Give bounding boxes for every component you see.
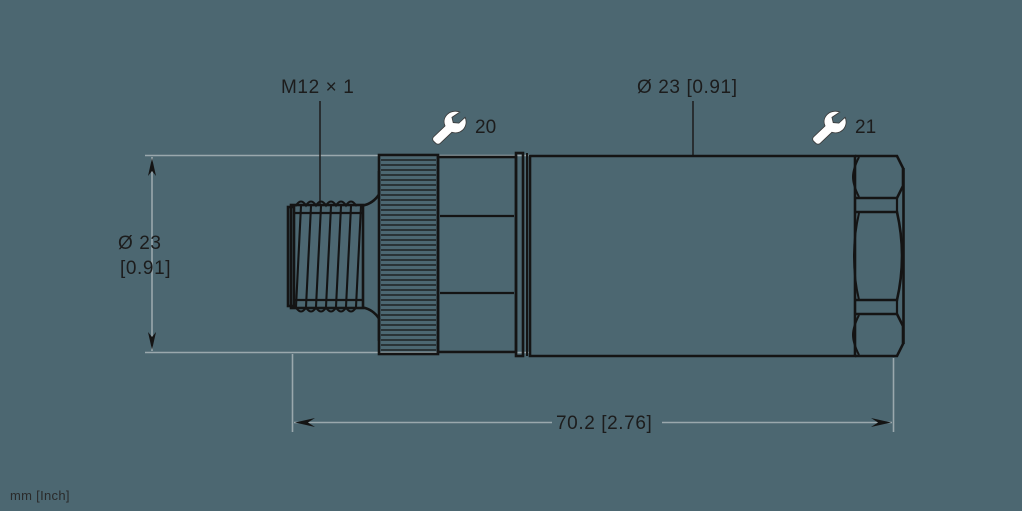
hex-nut	[851, 154, 905, 358]
thread-section	[286, 200, 365, 313]
hex-segment-bottom	[855, 312, 905, 358]
hex-segment-top	[855, 154, 905, 200]
arrow-down	[148, 332, 156, 350]
shoulder-bottom	[362, 306, 381, 341]
leader-lines	[319, 101, 694, 206]
oring-flange	[514, 151, 525, 358]
wrench-size-20: 20	[475, 117, 496, 138]
dimension-lines	[145, 154, 895, 432]
thread-flanks	[294, 204, 363, 309]
connector-geometry	[286, 151, 905, 358]
wrench-icon-20-group	[432, 110, 467, 145]
knurled-nut	[377, 153, 440, 356]
arrow-left	[295, 418, 315, 427]
unit-note: mm [Inch]	[10, 488, 70, 503]
thread-crest-bottom	[294, 305, 358, 313]
hex-collar	[436, 151, 528, 358]
arrow-right	[871, 418, 891, 427]
wrench-icon	[432, 110, 467, 145]
wrench-icon	[812, 110, 847, 145]
main-body	[528, 154, 857, 358]
label-overall-length: 70.2 [2.76]	[556, 413, 652, 434]
thread-end-face	[286, 205, 296, 308]
label-diameter-left-inch: [0.91]	[120, 258, 171, 279]
body-cylinder	[528, 154, 857, 358]
label-diameter-right: Ø 23 [0.91]	[637, 77, 738, 98]
knurl-lines	[381, 159, 436, 351]
thread-crest-top	[294, 200, 358, 208]
arrow-up	[148, 158, 156, 176]
hex-chamfer-top	[851, 156, 860, 198]
hex-chamfer-middle	[853, 212, 860, 301]
thread-root-lines	[294, 211, 363, 302]
shoulder-top	[362, 171, 381, 207]
collar-body	[436, 155, 518, 354]
label-diameter-left: Ø 23	[118, 233, 162, 254]
wrench-size-21: 21	[855, 117, 876, 138]
wrench-icon-21-group	[812, 110, 847, 145]
label-thread-spec: M12 × 1	[281, 77, 354, 98]
hex-chamfer-bottom	[851, 314, 860, 356]
hex-segment-middle	[855, 210, 904, 302]
